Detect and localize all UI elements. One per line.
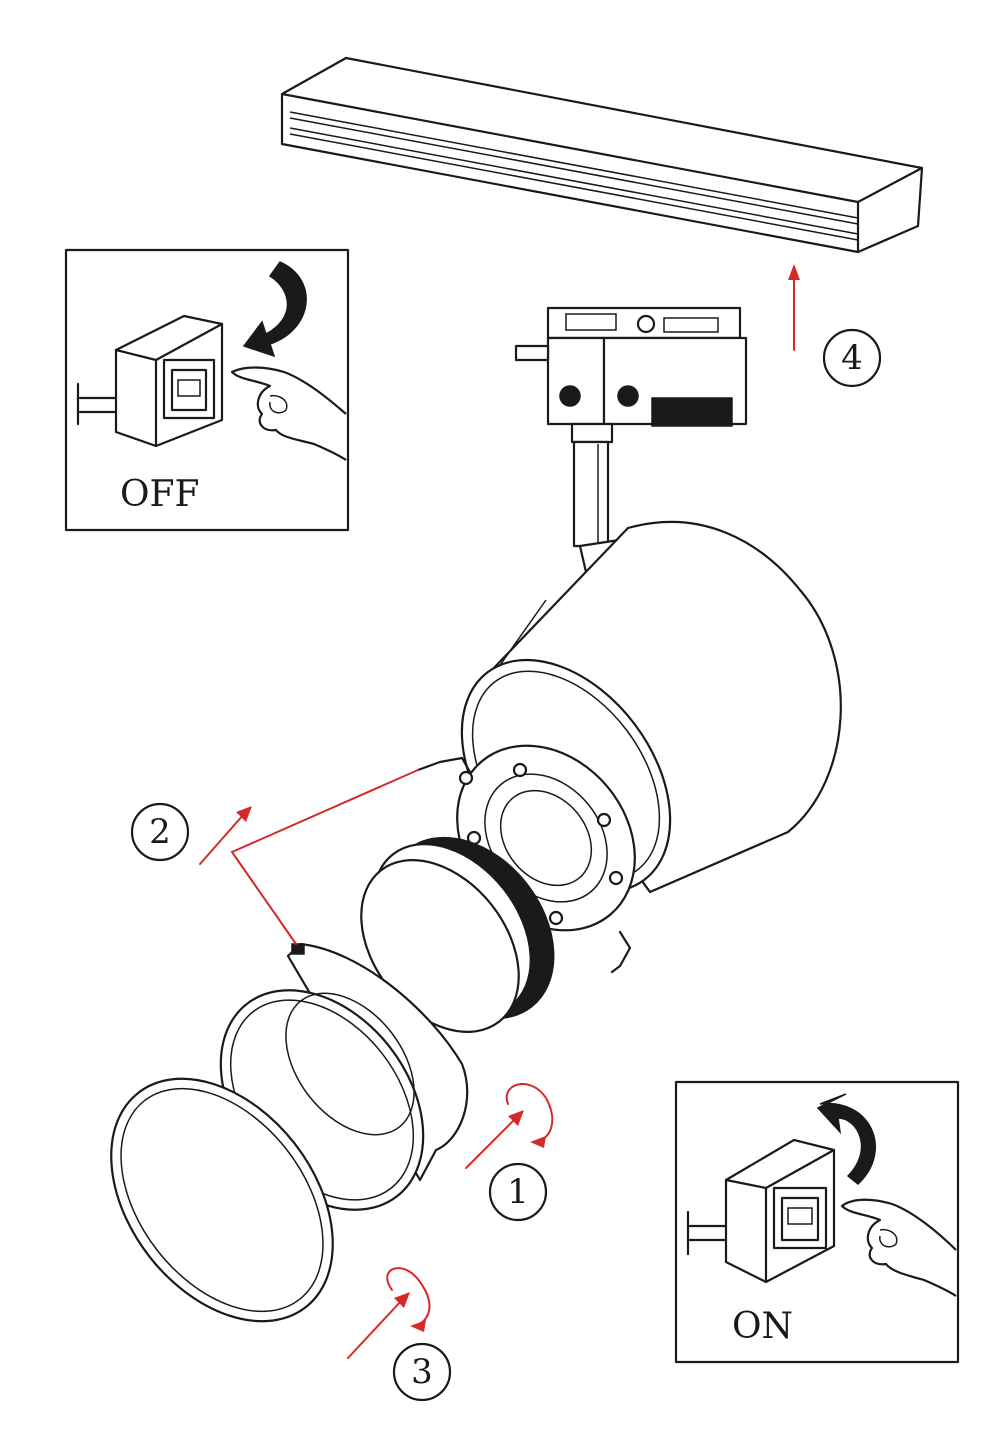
led-module: [360, 836, 555, 1033]
track-rail: [280, 56, 924, 254]
step-3-arrows: [347, 1267, 431, 1359]
power-switch-box-on: [686, 1138, 836, 1284]
retaining-ring: [110, 1077, 334, 1323]
power-switch-box-off: [76, 314, 224, 448]
svg-text:2: 2: [149, 812, 171, 852]
hand-icon: [230, 366, 347, 461]
step-4-marker: 4: [822, 328, 882, 388]
off-panel: OFF: [64, 248, 350, 532]
off-label: OFF: [120, 474, 199, 515]
step-2-marker: 2: [130, 802, 190, 862]
svg-text:4: 4: [841, 338, 863, 378]
step-1-arrows: [465, 1082, 554, 1169]
step-1-marker: 1: [488, 1162, 548, 1222]
svg-text:1: 1: [507, 1172, 529, 1212]
on-label: ON: [732, 1306, 793, 1347]
step-3-marker: 3: [392, 1342, 452, 1402]
step-4-arrow: [788, 264, 800, 351]
rotate-down-arrow-icon: [242, 261, 307, 358]
hand-icon: [840, 1198, 957, 1297]
rotate-up-arrow-icon: [816, 1093, 876, 1185]
on-panel: ON: [674, 1080, 960, 1364]
track-adapter: [514, 306, 748, 598]
svg-text:3: 3: [411, 1352, 433, 1392]
step-2-arrows: [199, 769, 419, 945]
